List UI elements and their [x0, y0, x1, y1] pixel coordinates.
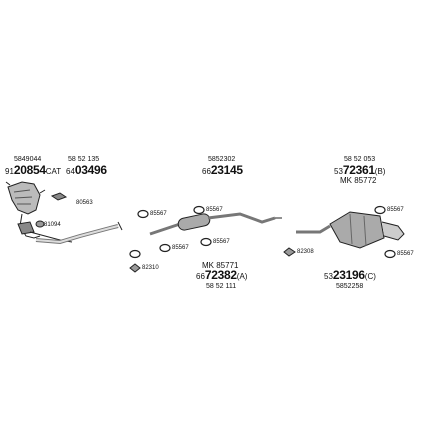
- tag-82308: 82308: [297, 249, 314, 255]
- part-mk85771: MK 85771: [202, 261, 239, 270]
- part-prefix: 53: [324, 272, 333, 281]
- part-6623145: 6623145: [202, 164, 243, 178]
- center-muffler: [149, 212, 282, 236]
- part-5372361b: 5372361(B): [334, 164, 385, 178]
- part-prefix: 64: [66, 167, 75, 176]
- gasket-81094: [35, 220, 45, 228]
- tag-80563: 80563: [76, 200, 93, 206]
- tag-85567-e: 85567: [387, 207, 404, 213]
- part-suffix: (A): [236, 272, 248, 281]
- part-suffix: CAT: [45, 167, 62, 176]
- gasket-80563: [50, 192, 68, 201]
- tag-85567-b: 85567: [206, 207, 223, 213]
- part-mk85772: MK 85772: [340, 176, 377, 185]
- part-prefix: 91: [5, 167, 14, 176]
- part-5852053: 58 52 053: [344, 156, 376, 163]
- part-5323196c: 5323196(C): [324, 269, 376, 283]
- front-pipe: [35, 221, 123, 245]
- part-suffix: (C): [364, 272, 376, 281]
- part-5852111: 58 52 111: [206, 283, 237, 290]
- part-5849044: 5849044: [14, 156, 42, 163]
- rear-muffler: [296, 211, 405, 249]
- tag-81094: 81094: [44, 222, 61, 228]
- catalytic-converter: [5, 181, 73, 243]
- part-6403496: 6403496: [66, 164, 107, 178]
- tag-85567-c: 85567: [172, 245, 189, 251]
- part-prefix: 66: [202, 167, 211, 176]
- part-5852302: 5852302: [208, 156, 236, 163]
- part-prefix: 53: [334, 167, 343, 176]
- clamps: [129, 205, 396, 273]
- part-main: 20854: [13, 163, 46, 177]
- part-main: 23196: [332, 268, 365, 282]
- part-main: 03496: [74, 163, 107, 177]
- part-main: 72361: [342, 163, 375, 177]
- part-5852258: 5852258: [336, 283, 364, 290]
- part-5852135: 58 52 135: [68, 156, 100, 163]
- part-suffix: (B): [374, 167, 386, 176]
- part-6672382a: 6672382(A): [196, 269, 247, 283]
- tag-85567-a: 85567: [150, 211, 167, 217]
- tag-85567-d: 85567: [213, 239, 230, 245]
- part-9120854cat: 9120854CAT: [5, 164, 61, 178]
- part-prefix: 66: [196, 272, 205, 281]
- tag-82310: 82310: [142, 265, 159, 271]
- part-main: 23145: [210, 163, 243, 177]
- part-main: 72382: [204, 268, 237, 282]
- tag-85567-f: 85567: [397, 251, 414, 257]
